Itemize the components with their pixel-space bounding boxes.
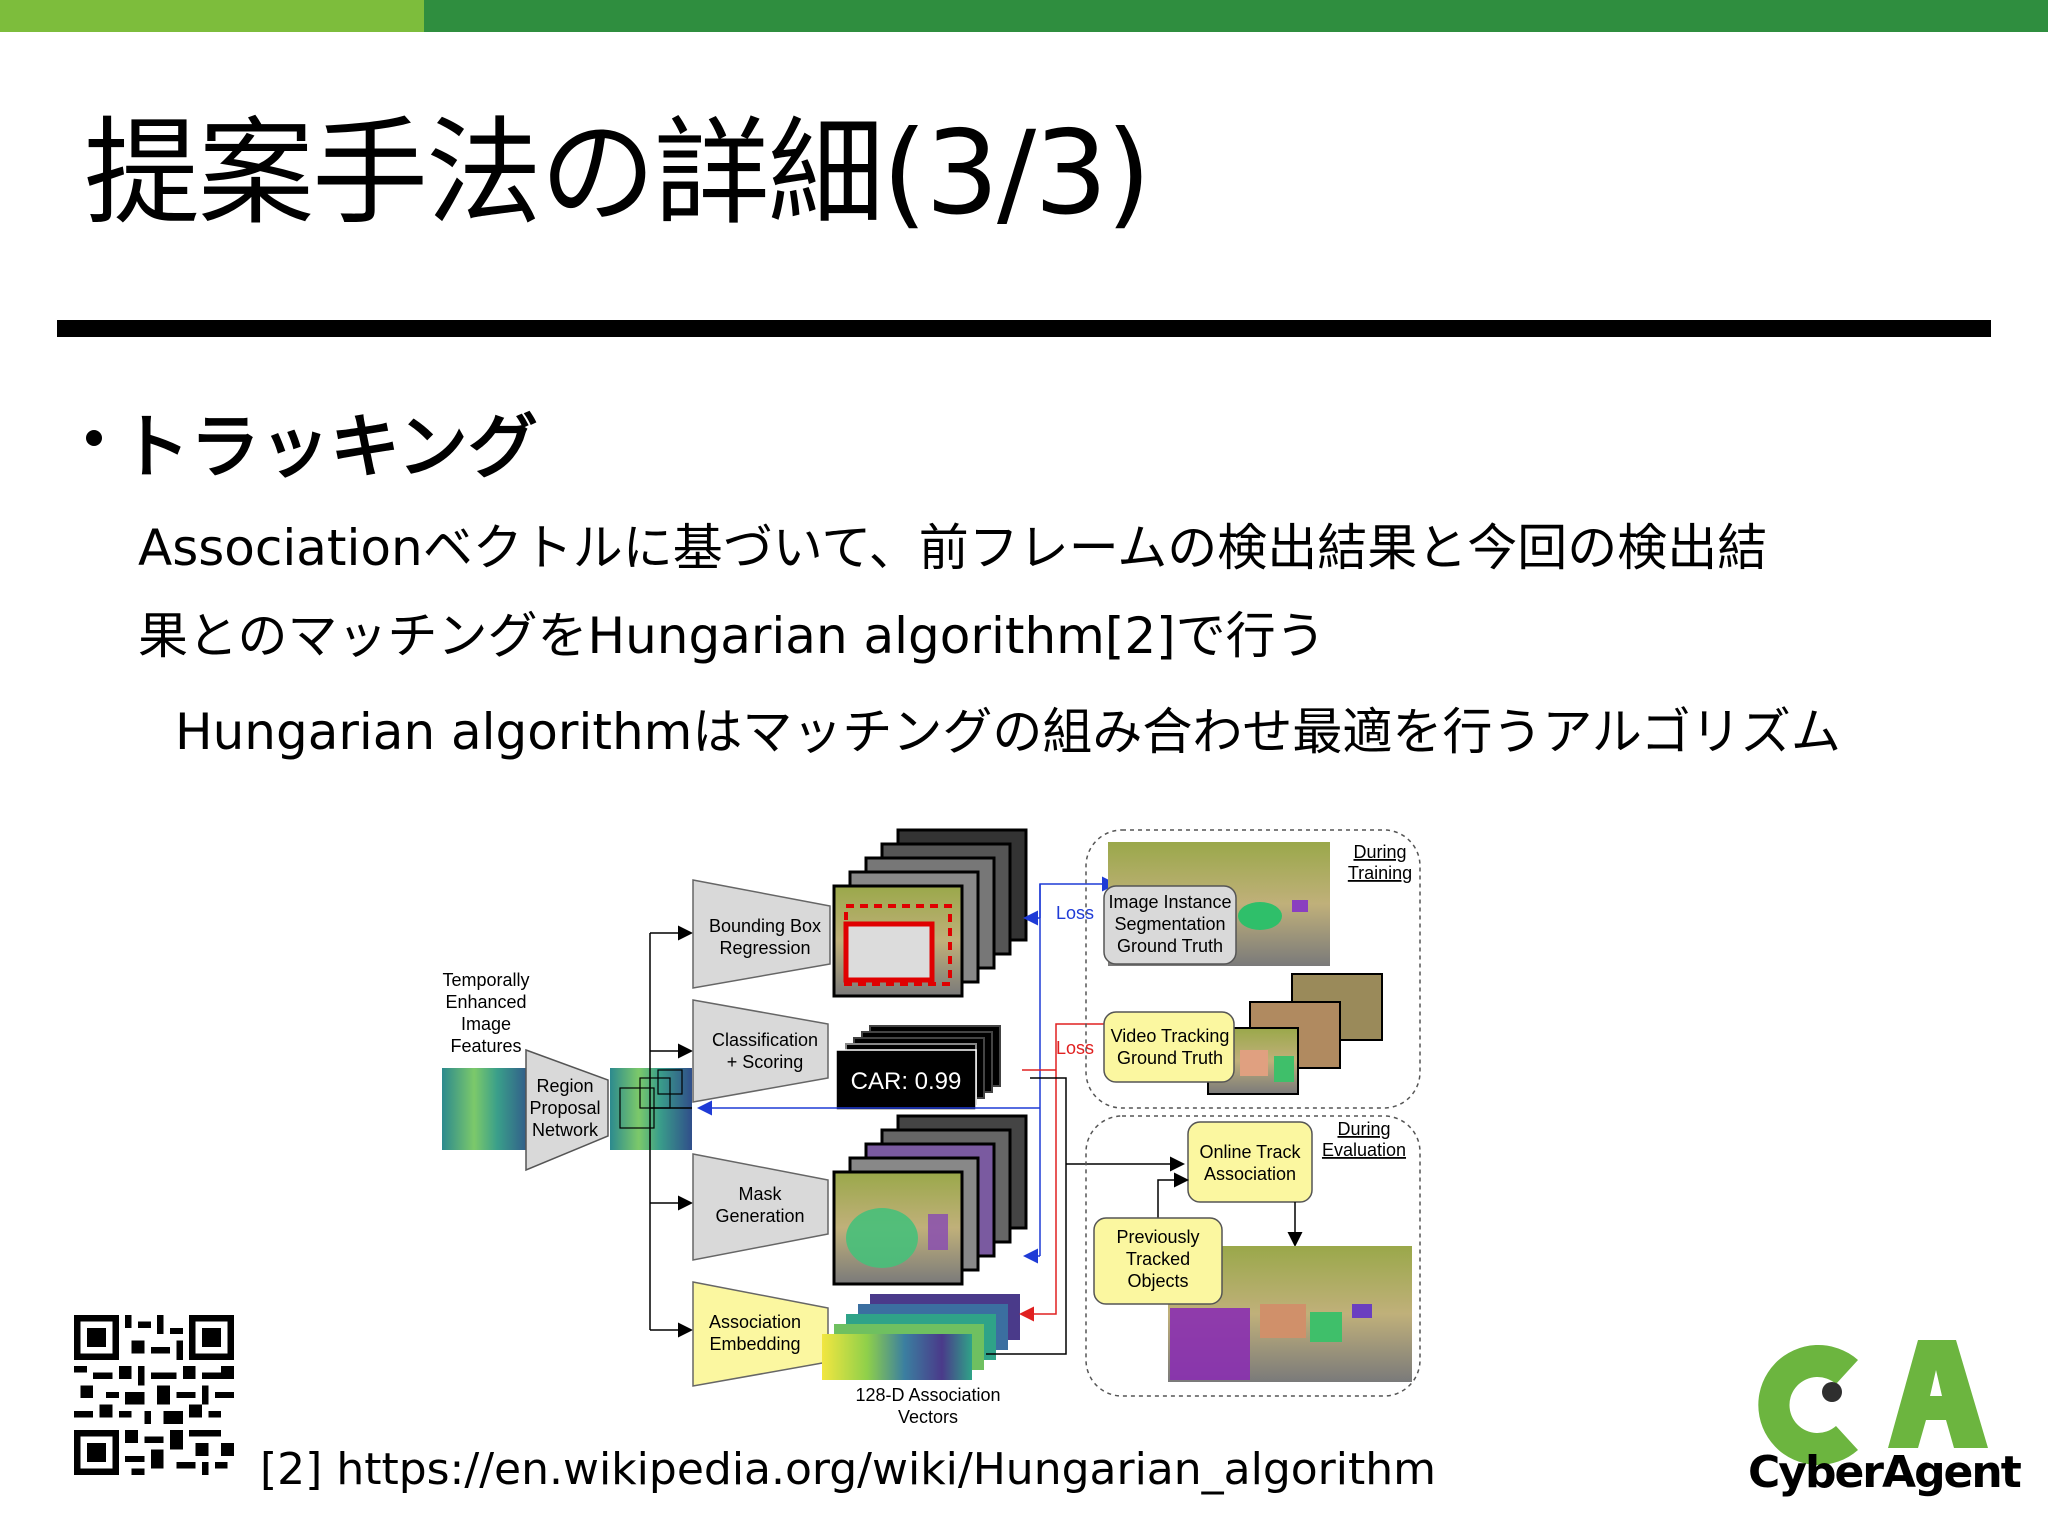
svg-text:Objects: Objects [1127,1271,1188,1291]
head-mask-label: Mask Generation [715,1184,804,1226]
svg-text:Region: Region [536,1076,593,1096]
prev-tracked-box [1093,1217,1223,1305]
svg-text:Training: Training [1348,863,1412,883]
loss-label-blue: Loss [1056,903,1094,923]
vectors-label: 128-D Association Vectors [855,1385,1000,1427]
sub-paragraph: Hungarian algorithmはマッチングの組み合わせ最適を行うアルゴリ… [175,703,1841,761]
svg-text:Vectors: Vectors [898,1407,958,1427]
input-feature-map [442,1068,534,1150]
svg-text:Ground Truth: Ground Truth [1117,1048,1223,1068]
evaluation-panel [1085,1115,1421,1397]
svg-text:Ground Truth: Ground Truth [1117,936,1223,956]
association-vectors [822,1294,1020,1380]
rpn-block [525,1048,609,1172]
svg-text:Image Instance: Image Instance [1108,892,1231,912]
logo-a-shape [1888,1340,1988,1448]
svg-text:Tracked: Tracked [1126,1249,1190,1269]
bullet-heading: トラッキング [120,406,538,488]
top-bar-dark [424,0,2048,32]
svg-text:Segmentation: Segmentation [1114,914,1225,934]
seg-gt-label: Image Instance Segmentation Ground Truth [1108,892,1231,956]
score-stack: CAR: 0.99 [835,1025,1001,1111]
svg-text:During: During [1353,842,1406,862]
head-bbox-regression [692,879,831,989]
bullet-dot [86,430,102,446]
svg-text:Generation: Generation [715,1206,804,1226]
head-mask-generation [692,1153,829,1261]
svg-text:During: During [1337,1119,1390,1139]
cyberagent-logo [1758,1340,1988,1465]
logo-c-shape [1758,1345,1858,1465]
svg-text:128-D Association: 128-D Association [855,1385,1000,1405]
mask-image-stack [832,1114,1028,1286]
svg-text:Temporally: Temporally [442,970,529,990]
paragraph-line-2: 果とのマッチングをHungarian algorithm[2]で行う [138,607,1326,665]
svg-text:Network: Network [532,1120,599,1140]
track-gt-box [1103,1011,1235,1083]
slide-title: 提案手法の詳細(3/3) [84,106,1151,241]
svg-text:Image: Image [461,1014,511,1034]
branch-lines [649,925,693,1338]
proposal-feature-map [610,1068,692,1150]
svg-text:+ Scoring: + Scoring [727,1052,804,1072]
head-association-label: Association Embedding [709,1312,801,1354]
head-classification [692,999,829,1103]
during-evaluation-label: During Evaluation [1322,1119,1406,1160]
title-rule [57,320,1991,337]
qr-code [74,1315,234,1475]
svg-text:Online Track: Online Track [1199,1142,1301,1162]
architecture-diagram: Temporally Enhanced Image Features Regio… [442,828,1421,1427]
during-training-label: During Training [1348,842,1412,883]
svg-text:Previously: Previously [1116,1227,1199,1247]
rpn-label: Region Proposal Network [529,1076,600,1140]
svg-text:Video Tracking: Video Tracking [1111,1026,1230,1046]
training-panel [1085,829,1421,1109]
svg-text:Regression: Regression [719,938,810,958]
svg-text:Bounding Box: Bounding Box [709,916,821,936]
svg-text:Mask: Mask [738,1184,782,1204]
bbox-image-stack [832,828,1028,998]
logo-wordmark: CyberAgent [1748,1447,2022,1498]
loss-label-red: Loss [1056,1038,1094,1058]
score-text: CAR: 0.99 [851,1068,962,1095]
svg-text:Evaluation: Evaluation [1322,1140,1406,1160]
prev-tracked-label: Previously Tracked Objects [1116,1227,1199,1291]
head-bbox-label: Bounding Box Regression [709,916,821,958]
head-classification-label: Classification + Scoring [712,1030,818,1072]
svg-text:Association: Association [709,1312,801,1332]
svg-text:Enhanced: Enhanced [445,992,526,1012]
input-features-label: Temporally Enhanced Image Features [442,970,529,1056]
top-bar-light [0,0,424,32]
online-assoc-box [1187,1121,1313,1203]
online-assoc-label: Online Track Association [1199,1142,1301,1184]
loss-lines [697,876,1185,1355]
svg-text:Association: Association [1204,1164,1296,1184]
svg-text:Classification: Classification [712,1030,818,1050]
track-gt-label: Video Tracking Ground Truth [1111,1026,1230,1068]
svg-text:Features: Features [450,1036,521,1056]
paragraph-line-1: Associationベクトルに基づいて、前フレームの検出結果と今回の検出結 [138,519,1768,577]
svg-text:Proposal: Proposal [529,1098,600,1118]
reference-link[interactable]: [2] https://en.wikipedia.org/wiki/Hungar… [260,1444,1436,1495]
svg-text:Embedding: Embedding [709,1334,800,1354]
seg-gt-box [1103,885,1237,965]
eval-lines [1157,1172,1303,1247]
